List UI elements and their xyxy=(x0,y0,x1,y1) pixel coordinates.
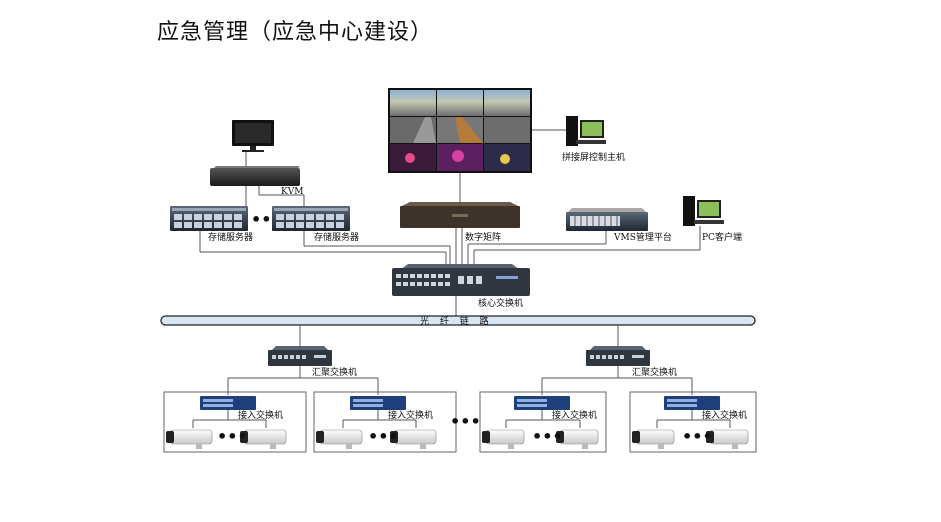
camera-icon xyxy=(166,429,213,449)
access-switch-label: 接入交换机 xyxy=(552,409,597,421)
camera-icon xyxy=(556,429,599,449)
ellipsis: ••• xyxy=(450,412,481,431)
storage-server-label: 存储服务器 xyxy=(208,231,253,243)
ellipsis: ••• xyxy=(532,427,563,446)
storage-server-icon xyxy=(170,206,248,231)
access-switch-icon xyxy=(664,396,720,410)
ellipsis: ••• xyxy=(682,427,713,446)
splice-host-label: 拼接屏控制主机 xyxy=(562,151,625,163)
pc-client-label: PC客户端 xyxy=(702,231,742,243)
fiber-link-bar xyxy=(160,315,756,326)
aggregation-switch-icon xyxy=(268,346,332,366)
computer-icon xyxy=(683,196,724,226)
connection-lines xyxy=(192,129,731,428)
access-switch-icon xyxy=(514,396,570,410)
kvm-device-icon xyxy=(210,166,300,186)
access-switch-icon xyxy=(350,396,406,410)
camera-icon xyxy=(482,429,525,449)
aggregation-switch-icon xyxy=(586,346,650,366)
digital-matrix-icon xyxy=(400,202,520,228)
camera-icon xyxy=(316,429,363,449)
monitor-icon xyxy=(232,120,274,152)
access-group-box xyxy=(163,391,757,453)
camera-icon xyxy=(390,429,437,449)
kvm-label: KVM xyxy=(281,187,303,197)
storage-server-icon xyxy=(272,206,350,231)
video-wall-icon xyxy=(388,88,532,173)
access-switch-label: 接入交换机 xyxy=(702,409,747,421)
access-switch-label: 接入交换机 xyxy=(388,409,433,421)
vms-label: VMS管理平台 xyxy=(613,231,672,243)
fiber-link-label: 光 纤 链 路 xyxy=(420,315,493,327)
aggregation-switch-label: 汇聚交换机 xyxy=(312,366,357,378)
vms-server-icon xyxy=(566,208,648,231)
computer-icon xyxy=(566,116,606,146)
camera-icon xyxy=(706,429,749,449)
core-switch-label: 核心交换机 xyxy=(478,297,523,309)
camera-icon xyxy=(240,429,287,449)
camera-icon xyxy=(632,429,675,449)
core-switch-icon xyxy=(392,264,530,296)
aggregation-switch-label: 汇聚交换机 xyxy=(632,366,677,378)
matrix-label: 数字矩阵 xyxy=(465,231,501,243)
page-title: 应急管理（应急中心建设） xyxy=(157,20,434,45)
access-switch-label: 接入交换机 xyxy=(238,409,283,421)
ellipsis: ••• xyxy=(217,427,248,446)
storage-server-label: 存储服务器 xyxy=(314,231,359,243)
access-switch-icon xyxy=(200,396,256,410)
ellipsis: ••• xyxy=(368,427,399,446)
